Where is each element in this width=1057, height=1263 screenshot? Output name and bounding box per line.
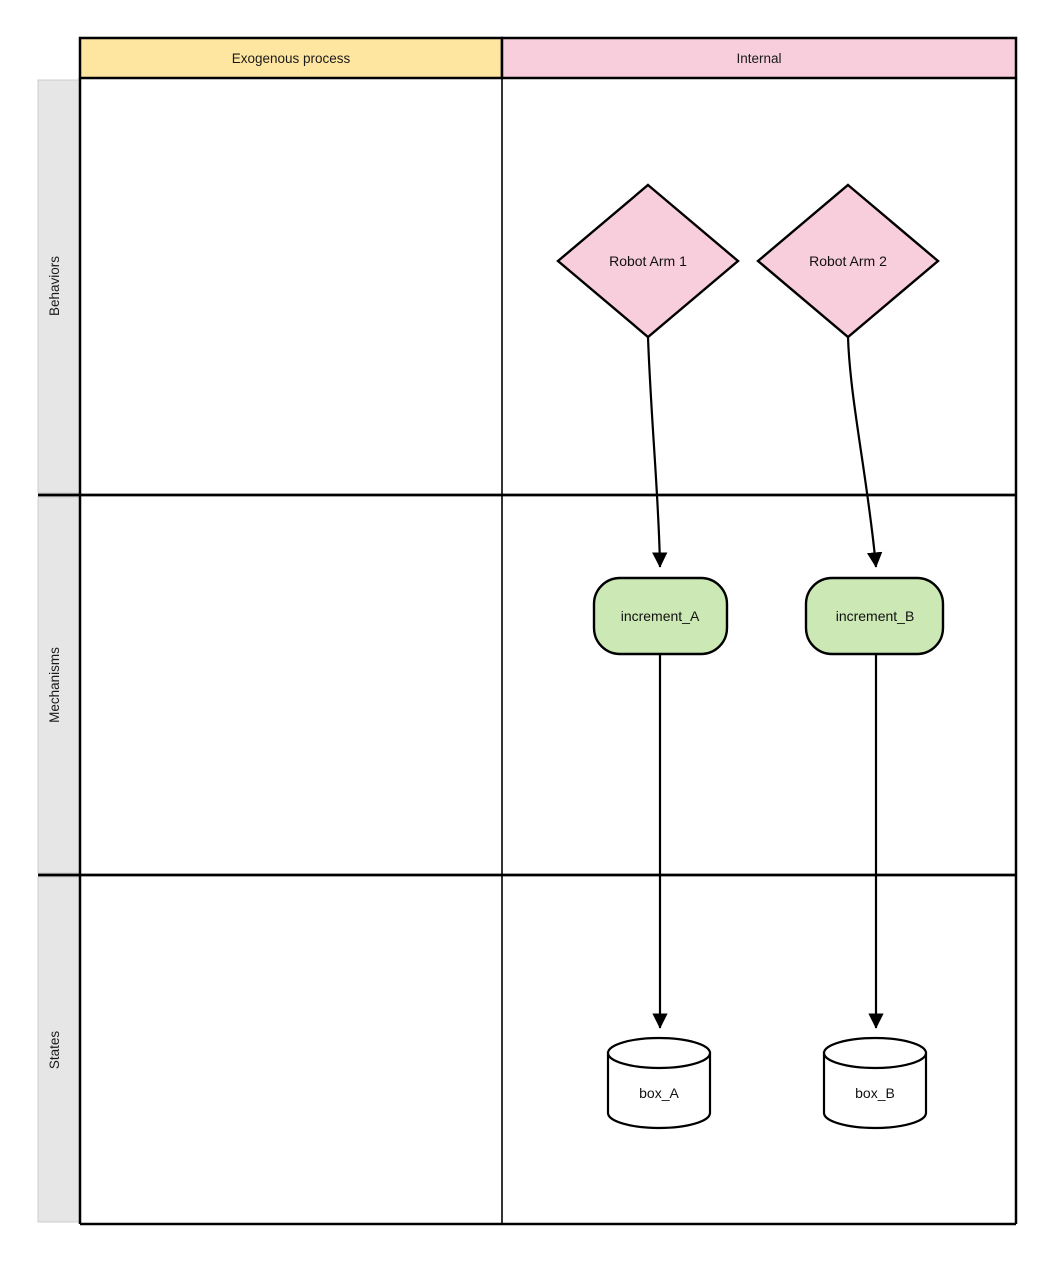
grid-lines <box>38 78 1018 1226</box>
row-header-behaviors: Behaviors <box>37 79 81 494</box>
edge-arm2-increment-b-path <box>846 336 883 568</box>
column-header-exogenous: Exogenous process <box>78 36 504 80</box>
node-increment-a-label: increment_A <box>621 608 700 624</box>
edge-arm2-increment-b <box>846 336 883 568</box>
node-robot-arm-2-label: Robot Arm 2 <box>809 253 887 269</box>
node-increment-b-label: increment_B <box>836 608 915 624</box>
node-box-b-top-ellipse <box>822 1036 928 1070</box>
row-header-mechanisms-label: Mechanisms <box>47 647 62 723</box>
node-robot-arm-1[interactable]: Robot Arm 1 <box>556 183 740 339</box>
node-increment-a[interactable]: increment_A <box>592 576 729 656</box>
node-increment-b-shape[interactable] <box>804 576 945 656</box>
node-robot-arm-2-shape[interactable] <box>756 183 940 339</box>
node-box-a-body[interactable] <box>606 1051 712 1130</box>
row-header-behaviors-label: Behaviors <box>47 256 62 316</box>
row-header-mechanisms: Mechanisms <box>37 496 81 874</box>
node-robot-arm-1-shape[interactable] <box>556 183 740 339</box>
node-increment-a-shape[interactable] <box>592 576 729 656</box>
node-robot-arm-1-label: Robot Arm 1 <box>609 253 687 269</box>
node-robot-arm-2[interactable]: Robot Arm 2 <box>756 183 940 339</box>
column-header-exogenous-label: Exogenous process <box>232 51 351 66</box>
node-box-b-label: box_B <box>855 1085 895 1101</box>
row-header-states: States <box>37 876 81 1223</box>
edge-arm1-increment-a <box>646 336 668 568</box>
column-header-internal: Internal <box>500 36 1018 80</box>
node-box-b-body[interactable] <box>822 1051 928 1130</box>
node-box-b[interactable]: box_B <box>822 1036 928 1130</box>
column-header-internal-label: Internal <box>736 51 781 66</box>
row-header-states-label: States <box>47 1031 62 1070</box>
node-box-a-label: box_A <box>639 1085 679 1101</box>
node-box-a[interactable]: box_A <box>606 1036 712 1130</box>
node-increment-b[interactable]: increment_B <box>804 576 945 656</box>
node-box-a-top-ellipse <box>606 1036 712 1070</box>
edge-arm1-increment-a-path <box>646 336 668 568</box>
